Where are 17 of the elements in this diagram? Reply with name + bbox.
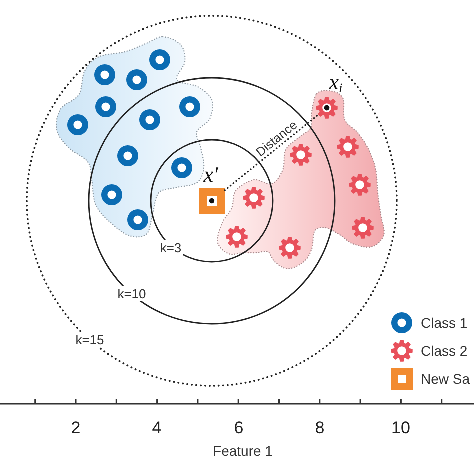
legend-label: New Sa xyxy=(421,372,470,386)
point-label: x$_{i}$ xyxy=(329,71,343,95)
gear-marker-icon xyxy=(316,97,338,119)
legend-label: Class 1 xyxy=(421,316,468,330)
tick-label: 4 xyxy=(152,420,162,436)
k-value-label: k=15 xyxy=(74,332,106,348)
tick-label: 6 xyxy=(234,420,244,436)
tick-label: 2 xyxy=(71,420,81,436)
axis-title: Feature 1 xyxy=(213,444,273,458)
k-value-label: k=10 xyxy=(116,286,148,302)
k-value-label: k=3 xyxy=(158,240,184,256)
tick-label: 10 xyxy=(392,420,410,436)
tick-label: 8 xyxy=(315,420,325,436)
distance-line xyxy=(224,114,320,192)
point-label: x′ xyxy=(204,164,218,186)
legend-label: Class 2 xyxy=(421,344,468,358)
square-marker-icon xyxy=(199,188,225,214)
